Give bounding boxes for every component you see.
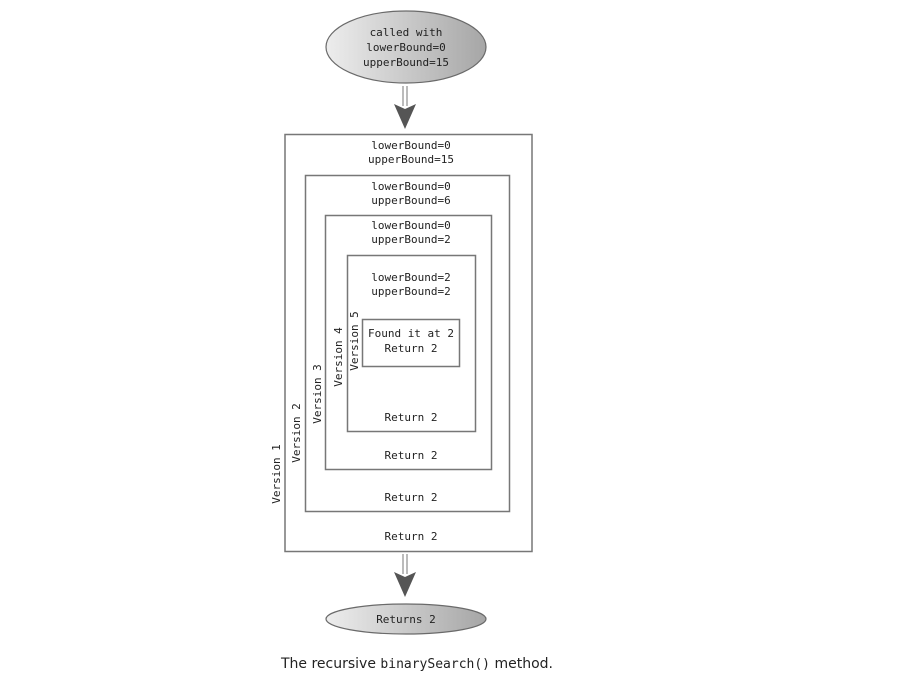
- end-node: Returns 2: [325, 603, 487, 635]
- v1-upper-bound: upperBound=15: [368, 153, 454, 166]
- caption-suffix: method.: [490, 656, 553, 672]
- v1-return: Return 2: [385, 530, 438, 543]
- start-node: called with lowerBound=0 upperBound=15: [325, 10, 487, 84]
- v5-label: Version 5: [348, 311, 361, 371]
- caption-code: binarySearch(): [380, 657, 490, 672]
- v3-return: Return 2: [385, 449, 438, 462]
- call-arrow: [394, 86, 416, 129]
- v4-return: Return 2: [385, 411, 438, 424]
- v4-lower-bound: lowerBound=2: [371, 271, 450, 284]
- figure-caption: The recursive binarySearch() method.: [281, 656, 553, 672]
- v1-label: Version 1: [270, 444, 283, 504]
- v4-label: Version 4: [332, 327, 345, 387]
- caption-prefix: The recursive: [281, 656, 381, 672]
- version-5-box: Found it at 2 Return 2 Version 5: [348, 311, 461, 371]
- v2-upper-bound: upperBound=6: [371, 194, 450, 207]
- v3-label: Version 3: [311, 364, 324, 424]
- v3-upper-bound: upperBound=2: [371, 233, 450, 246]
- v2-label: Version 2: [290, 403, 303, 463]
- v5-return: Return 2: [385, 342, 438, 355]
- v2-return: Return 2: [385, 491, 438, 504]
- return-arrow: [394, 554, 416, 597]
- v3-lower-bound: lowerBound=0: [371, 219, 450, 232]
- v4-upper-bound: upperBound=2: [371, 285, 450, 298]
- v2-lower-bound: lowerBound=0: [371, 180, 450, 193]
- end-label: Returns 2: [376, 613, 436, 626]
- v5-found: Found it at 2: [368, 327, 454, 340]
- start-line-2: lowerBound=0: [366, 41, 445, 54]
- start-line-1: called with: [370, 26, 443, 39]
- start-line-3: upperBound=15: [363, 56, 449, 69]
- v1-lower-bound: lowerBound=0: [371, 139, 450, 152]
